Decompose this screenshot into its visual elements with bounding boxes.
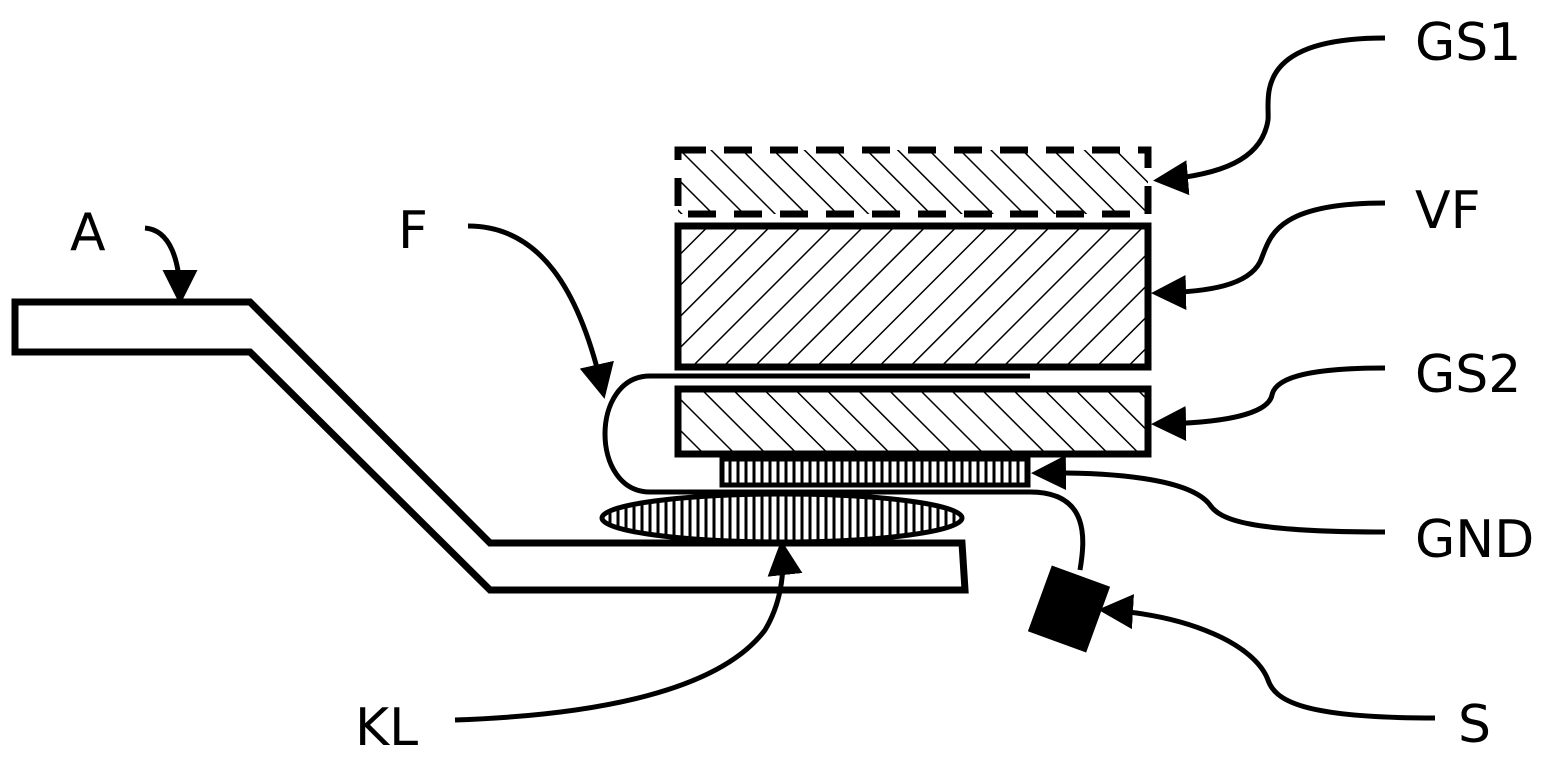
label-gs1: GS1 <box>1415 13 1521 73</box>
label-s: S <box>1458 695 1491 755</box>
foil-f <box>602 373 1030 495</box>
gs2-layer <box>674 385 1152 458</box>
gnd-layer <box>719 456 1031 488</box>
sensor-wire <box>1029 489 1086 571</box>
component-a-strip <box>11 298 969 594</box>
label-vf: VF <box>1415 181 1480 241</box>
sensor-s-block <box>1027 565 1111 653</box>
label-gnd: GND <box>1415 510 1534 570</box>
leader-vf <box>1151 200 1386 310</box>
leader-gnd <box>1031 455 1386 535</box>
leader-s <box>1098 594 1436 721</box>
leader-gs1 <box>1153 35 1386 196</box>
leader-a <box>144 225 198 305</box>
kl-ellipse <box>599 491 965 545</box>
leader-gs2 <box>1151 365 1386 442</box>
label-kl: KL <box>355 698 418 757</box>
vf-layer <box>674 222 1152 371</box>
label-f: F <box>398 201 428 261</box>
leader-kl <box>454 540 803 723</box>
label-gs2: GS2 <box>1415 345 1521 405</box>
gs1-layer <box>674 146 1152 218</box>
label-a: A <box>70 203 106 263</box>
leader-f <box>467 223 614 399</box>
